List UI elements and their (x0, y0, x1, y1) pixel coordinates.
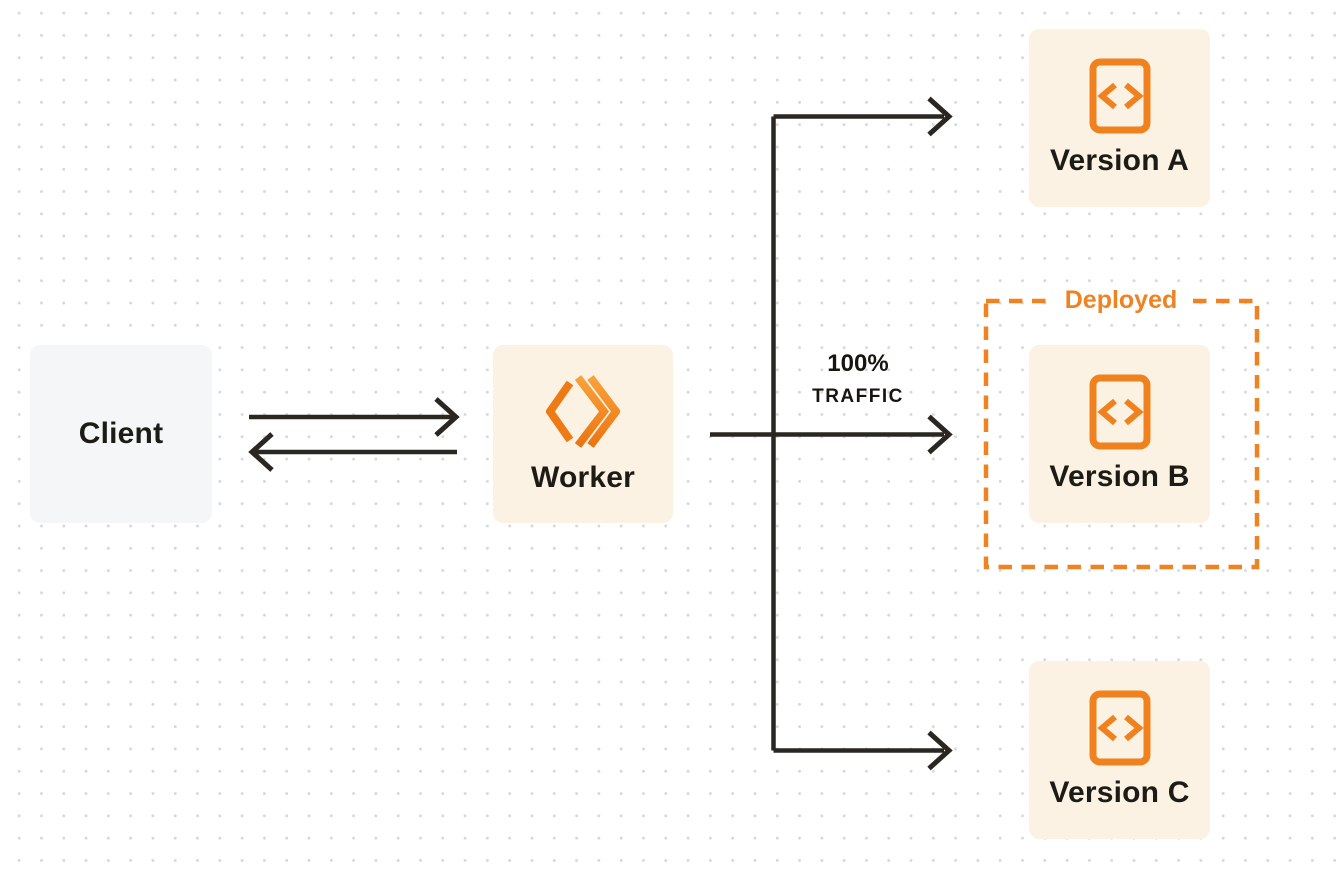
arrow-version-c-head-icon (927, 730, 953, 771)
arrow-version-a-head-icon (927, 96, 953, 137)
arrow-version-b-head-icon (927, 414, 953, 455)
code-document-icon (1089, 374, 1151, 450)
code-document-icon (1089, 690, 1151, 766)
version-c-label: Version C (1049, 776, 1190, 809)
version-c-node: Version C (1029, 661, 1210, 839)
deployed-boundary-box (983, 298, 1260, 570)
client-node: Client (30, 345, 212, 523)
version-b-node: Version B (1029, 345, 1210, 523)
client-worker-arrows (248, 397, 460, 472)
arrow-left-head-icon (248, 432, 274, 472)
arrow-right-head-icon (434, 397, 460, 437)
traffic-word-text: TRAFFIC (812, 386, 904, 407)
version-a-label: Version A (1049, 144, 1190, 177)
worker-label: Worker (530, 461, 636, 494)
worker-icon (545, 373, 621, 451)
traffic-annotation: 100% TRAFFIC (783, 350, 933, 408)
worker-node: Worker (493, 345, 673, 523)
version-a-node: Version A (1029, 29, 1210, 207)
traffic-percent-text: 100% (827, 350, 889, 377)
code-document-icon (1089, 58, 1151, 134)
worker-branch-lines (710, 96, 953, 771)
version-b-label: Version B (1049, 460, 1190, 493)
client-label: Client (78, 417, 164, 450)
